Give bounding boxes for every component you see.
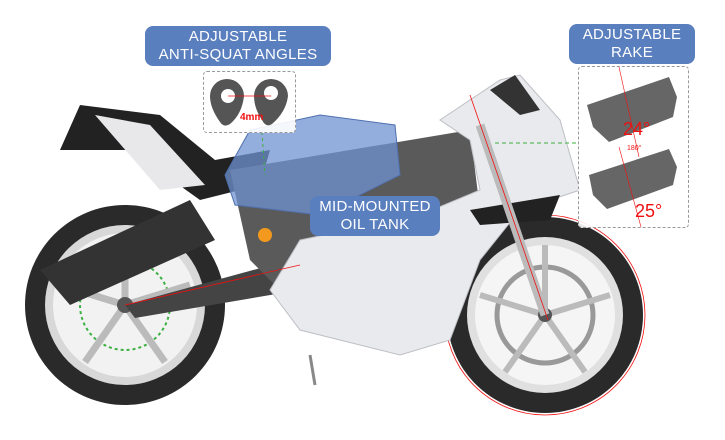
rake-inset: 24° 180° 25° — [578, 66, 689, 228]
anti-squat-label: ADJUSTABLE ANTI-SQUAT ANGLES — [145, 26, 331, 66]
oil-tank-label: MID-MOUNTED OIL TANK — [310, 196, 440, 236]
rake-angle-24: 24° — [623, 119, 651, 139]
rake-label-line2: RAKE — [610, 44, 654, 61]
rake-label: ADJUSTABLE RAKE — [569, 24, 695, 64]
oil-tank-label-line1: MID-MOUNTED — [319, 198, 431, 215]
anti-squat-label-line2: ANTI-SQUAT ANGLES — [158, 46, 318, 63]
rake-label-line1: ADJUSTABLE — [582, 26, 682, 43]
rake-rotation-180: 180° — [627, 145, 642, 152]
anti-squat-label-line1: ADJUSTABLE — [188, 28, 288, 45]
anti-squat-inset: 4mm — [203, 71, 296, 133]
oil-tank-label-line2: OIL TANK — [340, 216, 410, 233]
eccentric-insert-icons — [210, 79, 288, 126]
exhaust-muffler — [40, 200, 215, 305]
rake-angle-25: 25° — [635, 201, 663, 221]
anti-squat-measurement: 4mm — [240, 112, 264, 123]
triple-clamp-icons — [587, 66, 677, 228]
